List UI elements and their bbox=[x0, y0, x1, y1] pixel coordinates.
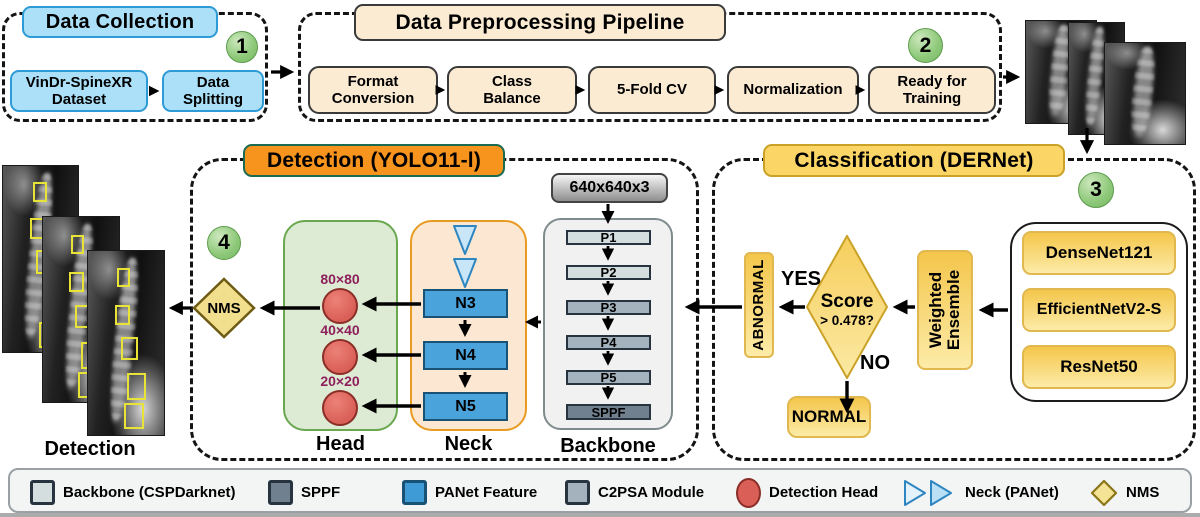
legend-item-detection-head: Detection Head bbox=[736, 470, 878, 515]
score-decision-text: Score > 0.478? bbox=[806, 235, 888, 379]
legend-label: PANet Feature bbox=[435, 484, 538, 501]
xray-image bbox=[1104, 42, 1186, 145]
neck-swatch-icon bbox=[904, 479, 952, 506]
bounding-box bbox=[115, 305, 130, 325]
legend-label: Detection Head bbox=[769, 484, 879, 501]
vindr-dataset-node: VinDr-SpineXR Dataset bbox=[10, 70, 148, 112]
class-balance-node: Class Balance bbox=[447, 66, 577, 114]
backbone-swatch-icon bbox=[30, 480, 55, 505]
score-line2: > 0.478? bbox=[820, 312, 874, 328]
efficientnet-node: EfficientNetV2-S bbox=[1022, 288, 1176, 332]
diamond-shape-icon bbox=[805, 233, 889, 381]
legend-label: SPPF bbox=[301, 484, 341, 501]
bounding-box bbox=[33, 182, 47, 202]
ready-for-training-node: Ready for Training bbox=[868, 66, 996, 114]
backbone-block-p3: P3 bbox=[566, 300, 651, 315]
output-caption: Detection bbox=[44, 438, 136, 460]
resnet-node: ResNet50 bbox=[1022, 345, 1176, 389]
abnormal-label: ABNORMAL bbox=[750, 259, 768, 351]
score-line1: Score bbox=[820, 290, 874, 312]
legend-bar: Backbone (CSPDarknet) SPPF PANet Feature… bbox=[8, 468, 1192, 513]
legend-item-neck: Neck (PANet) bbox=[903, 470, 1059, 515]
nms-label: NMS bbox=[207, 299, 241, 317]
backbone-block-p2: P2 bbox=[566, 265, 651, 280]
neck-block-n4: N4 bbox=[423, 341, 508, 370]
format-conversion-node: Format Conversion bbox=[308, 66, 438, 114]
legend-label: NMS bbox=[1126, 484, 1160, 501]
neck-group-label: Neck bbox=[444, 433, 493, 455]
bottom-divider bbox=[0, 513, 1200, 517]
detection-title: Detection (YOLO11-l) bbox=[243, 144, 505, 177]
backbone-block-sppf: SPPF bbox=[566, 404, 651, 420]
legend-item-panet: PANet Feature bbox=[402, 470, 537, 515]
detection-result-xray bbox=[87, 250, 165, 436]
legend-item-nms: NMS bbox=[1090, 470, 1159, 515]
bounding-box bbox=[121, 337, 138, 360]
normal-result-node: NORMAL bbox=[787, 396, 871, 438]
backbone-block-p5: P5 bbox=[566, 370, 651, 385]
legend-item-c2psa: C2PSA Module bbox=[565, 470, 704, 515]
panet-swatch-icon bbox=[402, 480, 427, 505]
five-fold-cv-node: 5-Fold CV bbox=[588, 66, 716, 114]
bounding-box bbox=[127, 373, 146, 400]
legend-item-backbone: Backbone (CSPDarknet) bbox=[30, 470, 236, 515]
sppf-swatch-icon bbox=[268, 480, 293, 505]
step-4-badge: 4 bbox=[207, 226, 241, 260]
backbone-block-p1: P1 bbox=[566, 230, 651, 245]
data-splitting-node: Data Splitting bbox=[162, 70, 264, 112]
no-branch-label: NO bbox=[860, 352, 890, 374]
c2psa-swatch-icon bbox=[565, 480, 590, 505]
data-collection-title: Data Collection bbox=[22, 6, 218, 38]
bounding-box bbox=[124, 403, 144, 429]
head-scale-40: 40×40 bbox=[320, 322, 360, 338]
bounding-box bbox=[117, 268, 130, 287]
detection-head-icon bbox=[322, 288, 358, 324]
detection-head-swatch-icon bbox=[736, 477, 761, 508]
legend-label: Neck (PANet) bbox=[965, 484, 1059, 501]
diamond-shape-icon bbox=[192, 277, 256, 339]
step-3-badge: 3 bbox=[1078, 172, 1114, 208]
neck-triangle-icon bbox=[453, 225, 477, 255]
weighted-ensemble-node: Weighted Ensemble bbox=[917, 250, 973, 370]
head-scale-20: 20×20 bbox=[320, 373, 360, 389]
backbone-group bbox=[543, 218, 673, 430]
backbone-group-label: Backbone bbox=[560, 435, 656, 457]
abnormal-result-node: ABNORMAL bbox=[744, 252, 774, 358]
legend-label: Backbone (CSPDarknet) bbox=[63, 484, 236, 501]
detection-head-icon bbox=[322, 339, 358, 375]
backbone-block-p4: P4 bbox=[566, 335, 651, 350]
legend-label: C2PSA Module bbox=[598, 484, 705, 501]
legend-item-sppf: SPPF bbox=[268, 470, 340, 515]
classification-title: Classification (DERNet) bbox=[763, 144, 1065, 177]
input-size-node: 640x640x3 bbox=[551, 173, 668, 203]
nms-diamond: NMS bbox=[192, 277, 256, 339]
preprocessing-title: Data Preprocessing Pipeline bbox=[354, 4, 726, 41]
score-decision-diamond: Score > 0.478? bbox=[805, 233, 889, 381]
neck-block-n5: N5 bbox=[423, 392, 508, 421]
head-group-label: Head bbox=[316, 433, 365, 455]
yes-branch-label: YES bbox=[781, 268, 822, 290]
step-2-badge: 2 bbox=[908, 28, 943, 63]
weighted-ensemble-label: Weighted Ensemble bbox=[926, 269, 963, 351]
head-scale-80: 80×80 bbox=[320, 271, 360, 287]
neck-triangle-icon bbox=[453, 258, 477, 288]
neck-block-n3: N3 bbox=[423, 289, 508, 318]
bounding-box bbox=[71, 235, 84, 254]
detection-head-icon bbox=[322, 390, 358, 426]
normalization-node: Normalization bbox=[727, 66, 859, 114]
nms-swatch-icon bbox=[1090, 479, 1118, 506]
densenet-node: DenseNet121 bbox=[1022, 231, 1176, 275]
bounding-box bbox=[69, 272, 84, 292]
step-1-badge: 1 bbox=[226, 31, 258, 63]
